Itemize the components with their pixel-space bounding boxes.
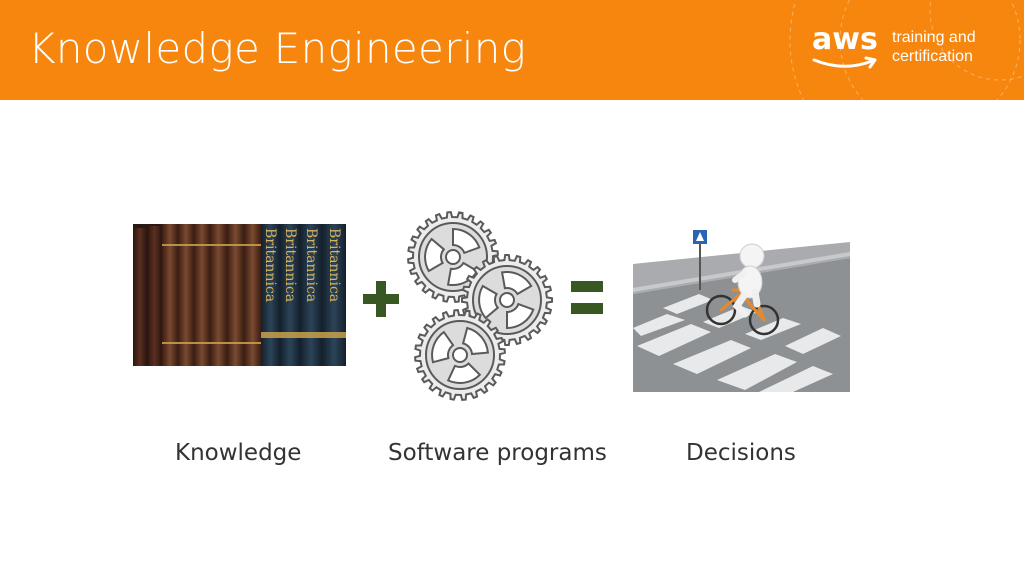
- spine-label: Britannica: [282, 228, 298, 302]
- tagline-line-2: certification: [892, 48, 973, 65]
- caption-decisions: Decisions: [686, 440, 796, 466]
- gears-image: [407, 211, 553, 401]
- equals-icon: [571, 281, 603, 314]
- aws-logo: aws training and certification: [812, 22, 1002, 82]
- crosswalk-cyclist-image: [633, 228, 850, 392]
- spine-label: Britannica: [262, 228, 278, 302]
- aws-tagline: training and certification: [892, 28, 976, 66]
- encyclopedia-books-image: Britannica Britannica Britannica Britann…: [133, 224, 346, 366]
- aws-smile-icon: [812, 56, 877, 69]
- spine-label: Britannica: [303, 228, 319, 302]
- caption-knowledge: Knowledge: [175, 440, 302, 466]
- spine-label: Britannica: [326, 228, 342, 302]
- slide-header: Knowledge Engineering aws training and c…: [0, 0, 1024, 100]
- header-decoration: [789, 0, 1024, 100]
- caption-software-programs: Software programs: [388, 440, 607, 466]
- aws-wordmark: aws: [812, 22, 878, 57]
- slide-title: Knowledge Engineering: [28, 24, 527, 73]
- gear-icon: [414, 309, 506, 401]
- tagline-line-1: training and: [892, 29, 976, 46]
- plus-icon: [363, 281, 399, 317]
